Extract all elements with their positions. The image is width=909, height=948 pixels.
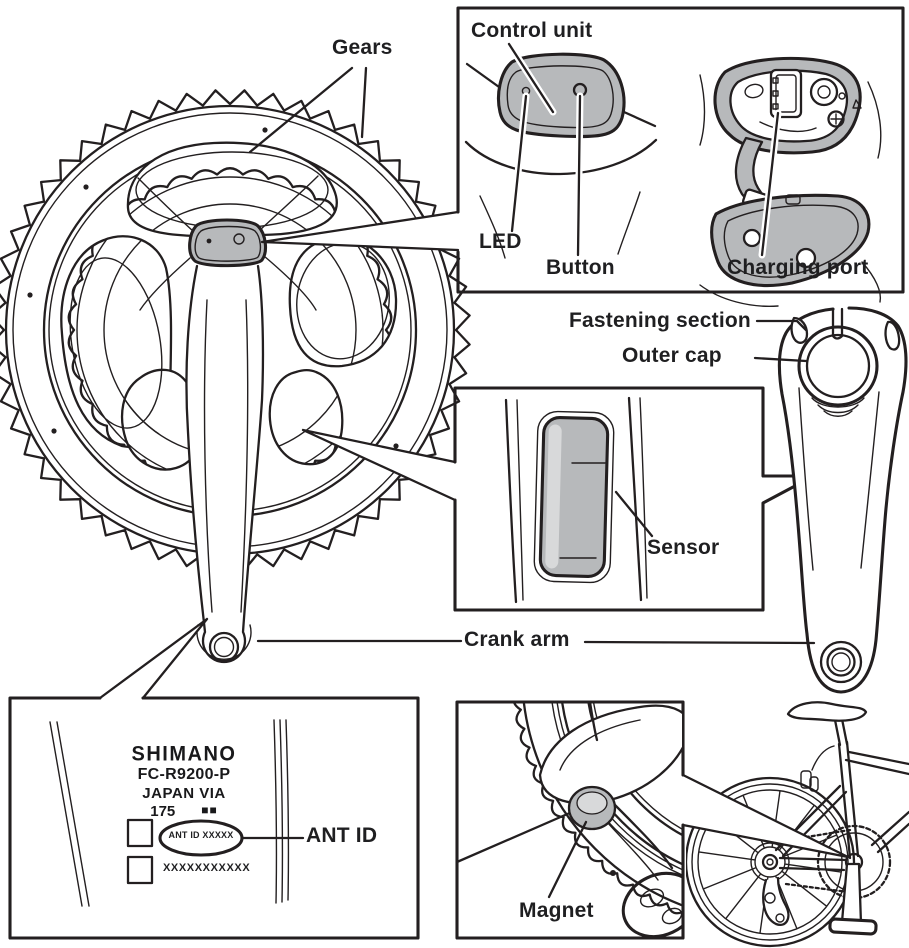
crank-sticker: SHIMANO FC-R9200-P JAPAN VIA 175 ■■ <box>108 742 260 820</box>
callout-wedges <box>98 210 460 700</box>
outer-cap-circle <box>797 325 879 407</box>
label-gears: Gears <box>332 36 393 59</box>
crank-labels-leaders <box>256 319 816 645</box>
label-ant-id: ANT ID <box>306 824 378 847</box>
magnet-top <box>576 791 608 815</box>
control-unit-leader <box>507 42 555 114</box>
pedal-eye <box>208 631 240 663</box>
sticker-box-border <box>8 696 420 940</box>
label-outer-cap: Outer cap <box>622 344 722 367</box>
checkbox-ant <box>126 818 154 848</box>
sensor-box-border <box>453 386 812 612</box>
outer-chainring-teeth <box>0 89 471 571</box>
label-fastening-section: Fastening section <box>569 309 751 332</box>
label-button: Button <box>546 256 615 279</box>
crank-arm-leader-right <box>583 640 816 645</box>
magnet-box-border <box>455 700 685 940</box>
sensor-leader <box>614 490 654 538</box>
label-magnet: Magnet <box>519 899 594 922</box>
charging-port-drawing <box>699 56 882 308</box>
brake <box>800 770 812 789</box>
charging-port-leader <box>760 111 780 257</box>
label-crank-arm: Crank arm <box>464 628 570 651</box>
label-sensor: Sensor <box>647 536 720 559</box>
label-control-unit: Control unit <box>471 19 593 42</box>
screw <box>827 110 845 128</box>
label-sticker-box <box>8 696 420 940</box>
sticker-brand: SHIMANO <box>131 742 237 766</box>
pedal <box>828 917 878 936</box>
sticker-crank-length: 175 <box>150 803 176 820</box>
sensor-detail-box <box>453 386 812 612</box>
sticker-length-marks: ■■ <box>201 803 218 817</box>
button-leader <box>576 94 582 257</box>
control-unit-on-crank <box>188 218 268 268</box>
outer-cap-leader <box>753 356 808 363</box>
fastening-section-leader <box>755 319 808 332</box>
fastening-slot-left <box>790 316 809 344</box>
bike-crank-arm <box>840 862 863 926</box>
pedal-boss-outline <box>196 624 252 660</box>
sticker-serial-value: XXXXXXXXXXX <box>163 862 251 874</box>
control-unit-detail-box <box>456 6 905 308</box>
saddle <box>786 701 868 722</box>
checkbox-serial <box>126 855 154 885</box>
spider-openings <box>60 141 398 471</box>
left-crank-arm-drawing <box>777 306 908 694</box>
chain <box>784 828 852 894</box>
main-crankset-drawing <box>0 89 471 664</box>
led-leader <box>510 94 528 233</box>
fastening-slot-right <box>884 320 901 351</box>
label-charging-port: Charging port <box>727 256 869 279</box>
pedal-eye-left <box>819 640 863 684</box>
magnet-leader <box>547 820 588 899</box>
gears-leader-lines <box>248 66 368 154</box>
sticker-model: FC-R9200-P <box>137 766 231 783</box>
sticker-origin: JAPAN VIA <box>142 785 226 802</box>
label-led: LED <box>479 230 522 253</box>
control-unit-closed-drawing <box>464 40 658 259</box>
sticker-ant-id-value: ANT ID XXXXX <box>168 830 234 840</box>
button-dot <box>233 233 245 245</box>
led-dot <box>206 238 212 244</box>
magnet-detail-box <box>455 700 850 940</box>
right-crank-arm-front <box>185 264 265 664</box>
bicycle-drawing <box>686 701 909 948</box>
clamp-slit <box>831 307 844 340</box>
spider-seams <box>137 175 319 311</box>
rear-derailleur <box>762 876 790 927</box>
detail-box-border <box>456 6 905 294</box>
